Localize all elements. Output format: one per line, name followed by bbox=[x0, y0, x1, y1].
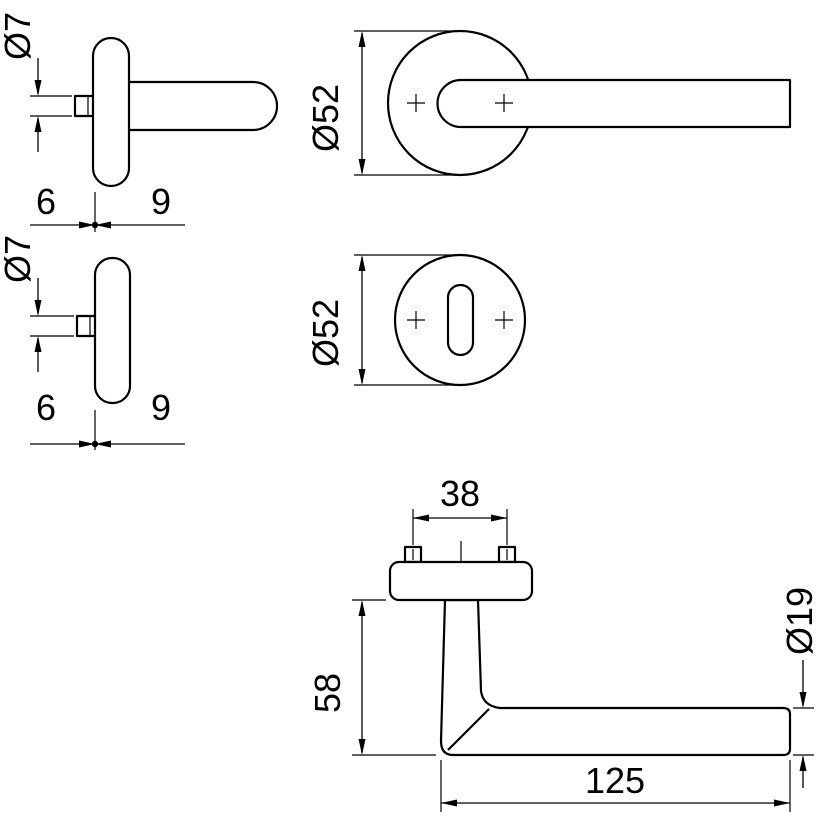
dim-label-rose-dia: Ø52 bbox=[305, 84, 346, 152]
dimension-rose-dia: Ø52 bbox=[305, 30, 462, 176]
miter-seam-line bbox=[447, 708, 490, 751]
lever-profile-outline bbox=[439, 598, 792, 757]
dim-reference-dot bbox=[91, 440, 99, 448]
dim-label-spindle-dia: Ø7 bbox=[0, 12, 38, 60]
rose-side-outline bbox=[91, 36, 131, 188]
view-lever-profile: 38 58 Ø19 125 bbox=[307, 473, 820, 812]
dimension-depth-projection: 6 9 bbox=[30, 387, 185, 450]
lever-grip-side-outline bbox=[120, 80, 279, 132]
dim-label-screw-spacing: 38 bbox=[440, 473, 480, 514]
dimension-height: 58 bbox=[307, 599, 436, 756]
dimension-grip-dia: Ø19 bbox=[779, 587, 820, 788]
dimension-spindle-dia: Ø7 bbox=[0, 12, 72, 152]
dimension-screw-spacing: 38 bbox=[412, 473, 508, 545]
dim-label-depth: 6 bbox=[36, 181, 56, 222]
view-lever-rose-side: Ø7 6 9 bbox=[0, 12, 279, 232]
rose-edge-outline bbox=[388, 560, 534, 602]
view-key-rose-side: Ø7 6 9 bbox=[0, 235, 185, 450]
dimension-length: 125 bbox=[440, 760, 791, 812]
dim-label-spindle-dia: Ø7 bbox=[0, 235, 38, 283]
view-key-rose-front: Ø52 bbox=[305, 253, 527, 387]
dim-label-rose-dia: Ø52 bbox=[305, 299, 346, 367]
lever-grip-front-outline bbox=[436, 78, 792, 129]
dim-label-length: 125 bbox=[585, 760, 645, 801]
dim-label-projection: 9 bbox=[151, 387, 171, 428]
screw-mark-cross bbox=[495, 94, 513, 112]
screw-mark-cross bbox=[407, 311, 425, 329]
dim-label-grip-dia: Ø19 bbox=[779, 587, 820, 655]
dim-reference-dot bbox=[91, 221, 99, 229]
dim-label-projection: 9 bbox=[151, 181, 171, 222]
dimension-rose-dia: Ø52 bbox=[305, 254, 462, 386]
screw-mark-cross bbox=[495, 311, 513, 329]
dimension-spindle-dia: Ø7 bbox=[0, 235, 74, 372]
dim-label-height: 58 bbox=[307, 673, 348, 713]
dimension-depth-projection: 6 9 bbox=[30, 181, 185, 232]
dim-label-depth: 6 bbox=[36, 387, 56, 428]
view-lever-rose-front: Ø52 bbox=[305, 29, 792, 177]
rose-side-outline bbox=[93, 256, 132, 405]
keyhole-slot bbox=[446, 283, 475, 357]
screw-mark-cross bbox=[407, 94, 425, 112]
